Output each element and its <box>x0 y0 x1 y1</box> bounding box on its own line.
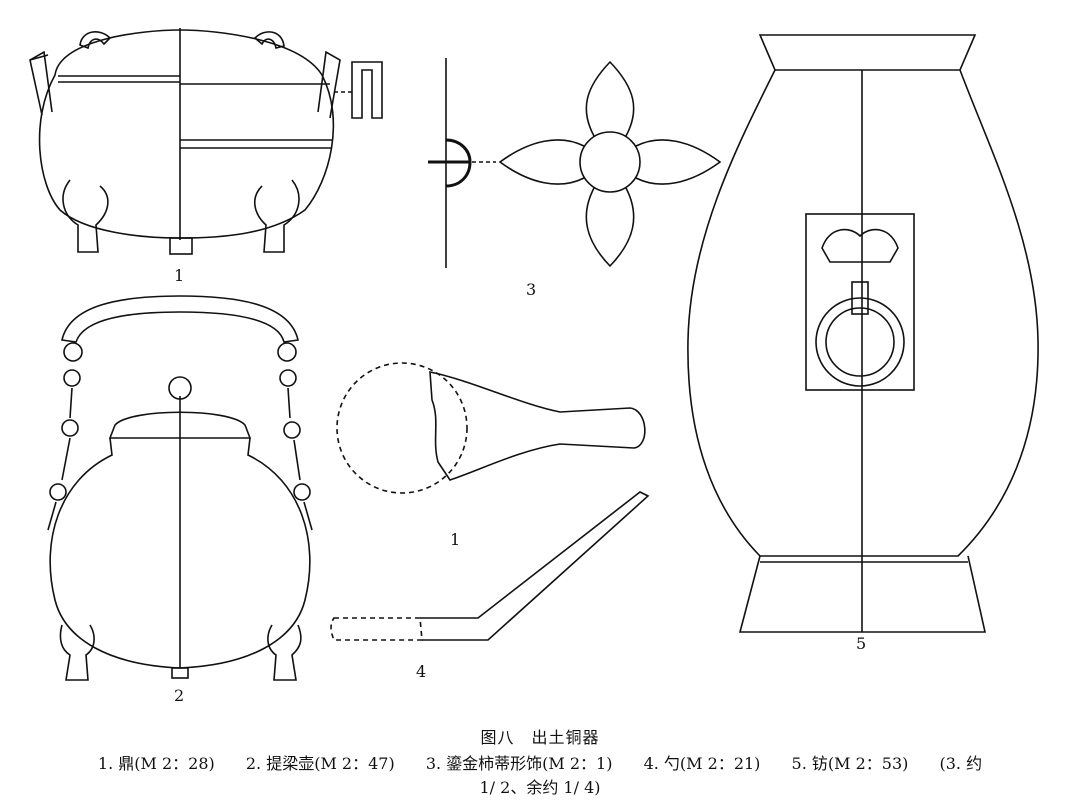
ding-drawing <box>29 28 383 255</box>
caption-entry-2: 2. 提梁壶(M 2：47) <box>245 754 395 773</box>
figure-caption-title: 图八 出土铜器 <box>480 728 600 747</box>
handled-pot-drawing <box>47 295 313 681</box>
label-4-scale: 1 <box>450 530 461 549</box>
caption-entry-4: 4. 勺(M 2：21) <box>643 754 761 773</box>
caption-scale-note-b: 1/ 2、余约 1/ 4) <box>479 778 601 797</box>
caption-entry-1: 1. 鼎(M 2：28) <box>97 754 215 773</box>
label-3: 3 <box>526 280 537 299</box>
figure-caption-entries: 1. 鼎(M 2：28) 2. 提梁壶(M 2：47) 3. 鎏金柿蒂形饰(M … <box>0 750 1080 774</box>
caption-scale-note-a: (3. 约 <box>939 754 983 773</box>
fang-drawing <box>687 34 1039 633</box>
caption-entry-3: 3. 鎏金柿蒂形饰(M 2：1) <box>425 754 613 773</box>
label-1: 1 <box>174 266 185 285</box>
calyx-ornament-drawing <box>428 58 722 268</box>
caption-entry-5: 5. 钫(M 2：53) <box>791 754 909 773</box>
spoon-drawing <box>330 362 650 641</box>
label-2: 2 <box>174 686 185 705</box>
label-5: 5 <box>856 634 867 653</box>
label-4: 4 <box>416 662 427 681</box>
